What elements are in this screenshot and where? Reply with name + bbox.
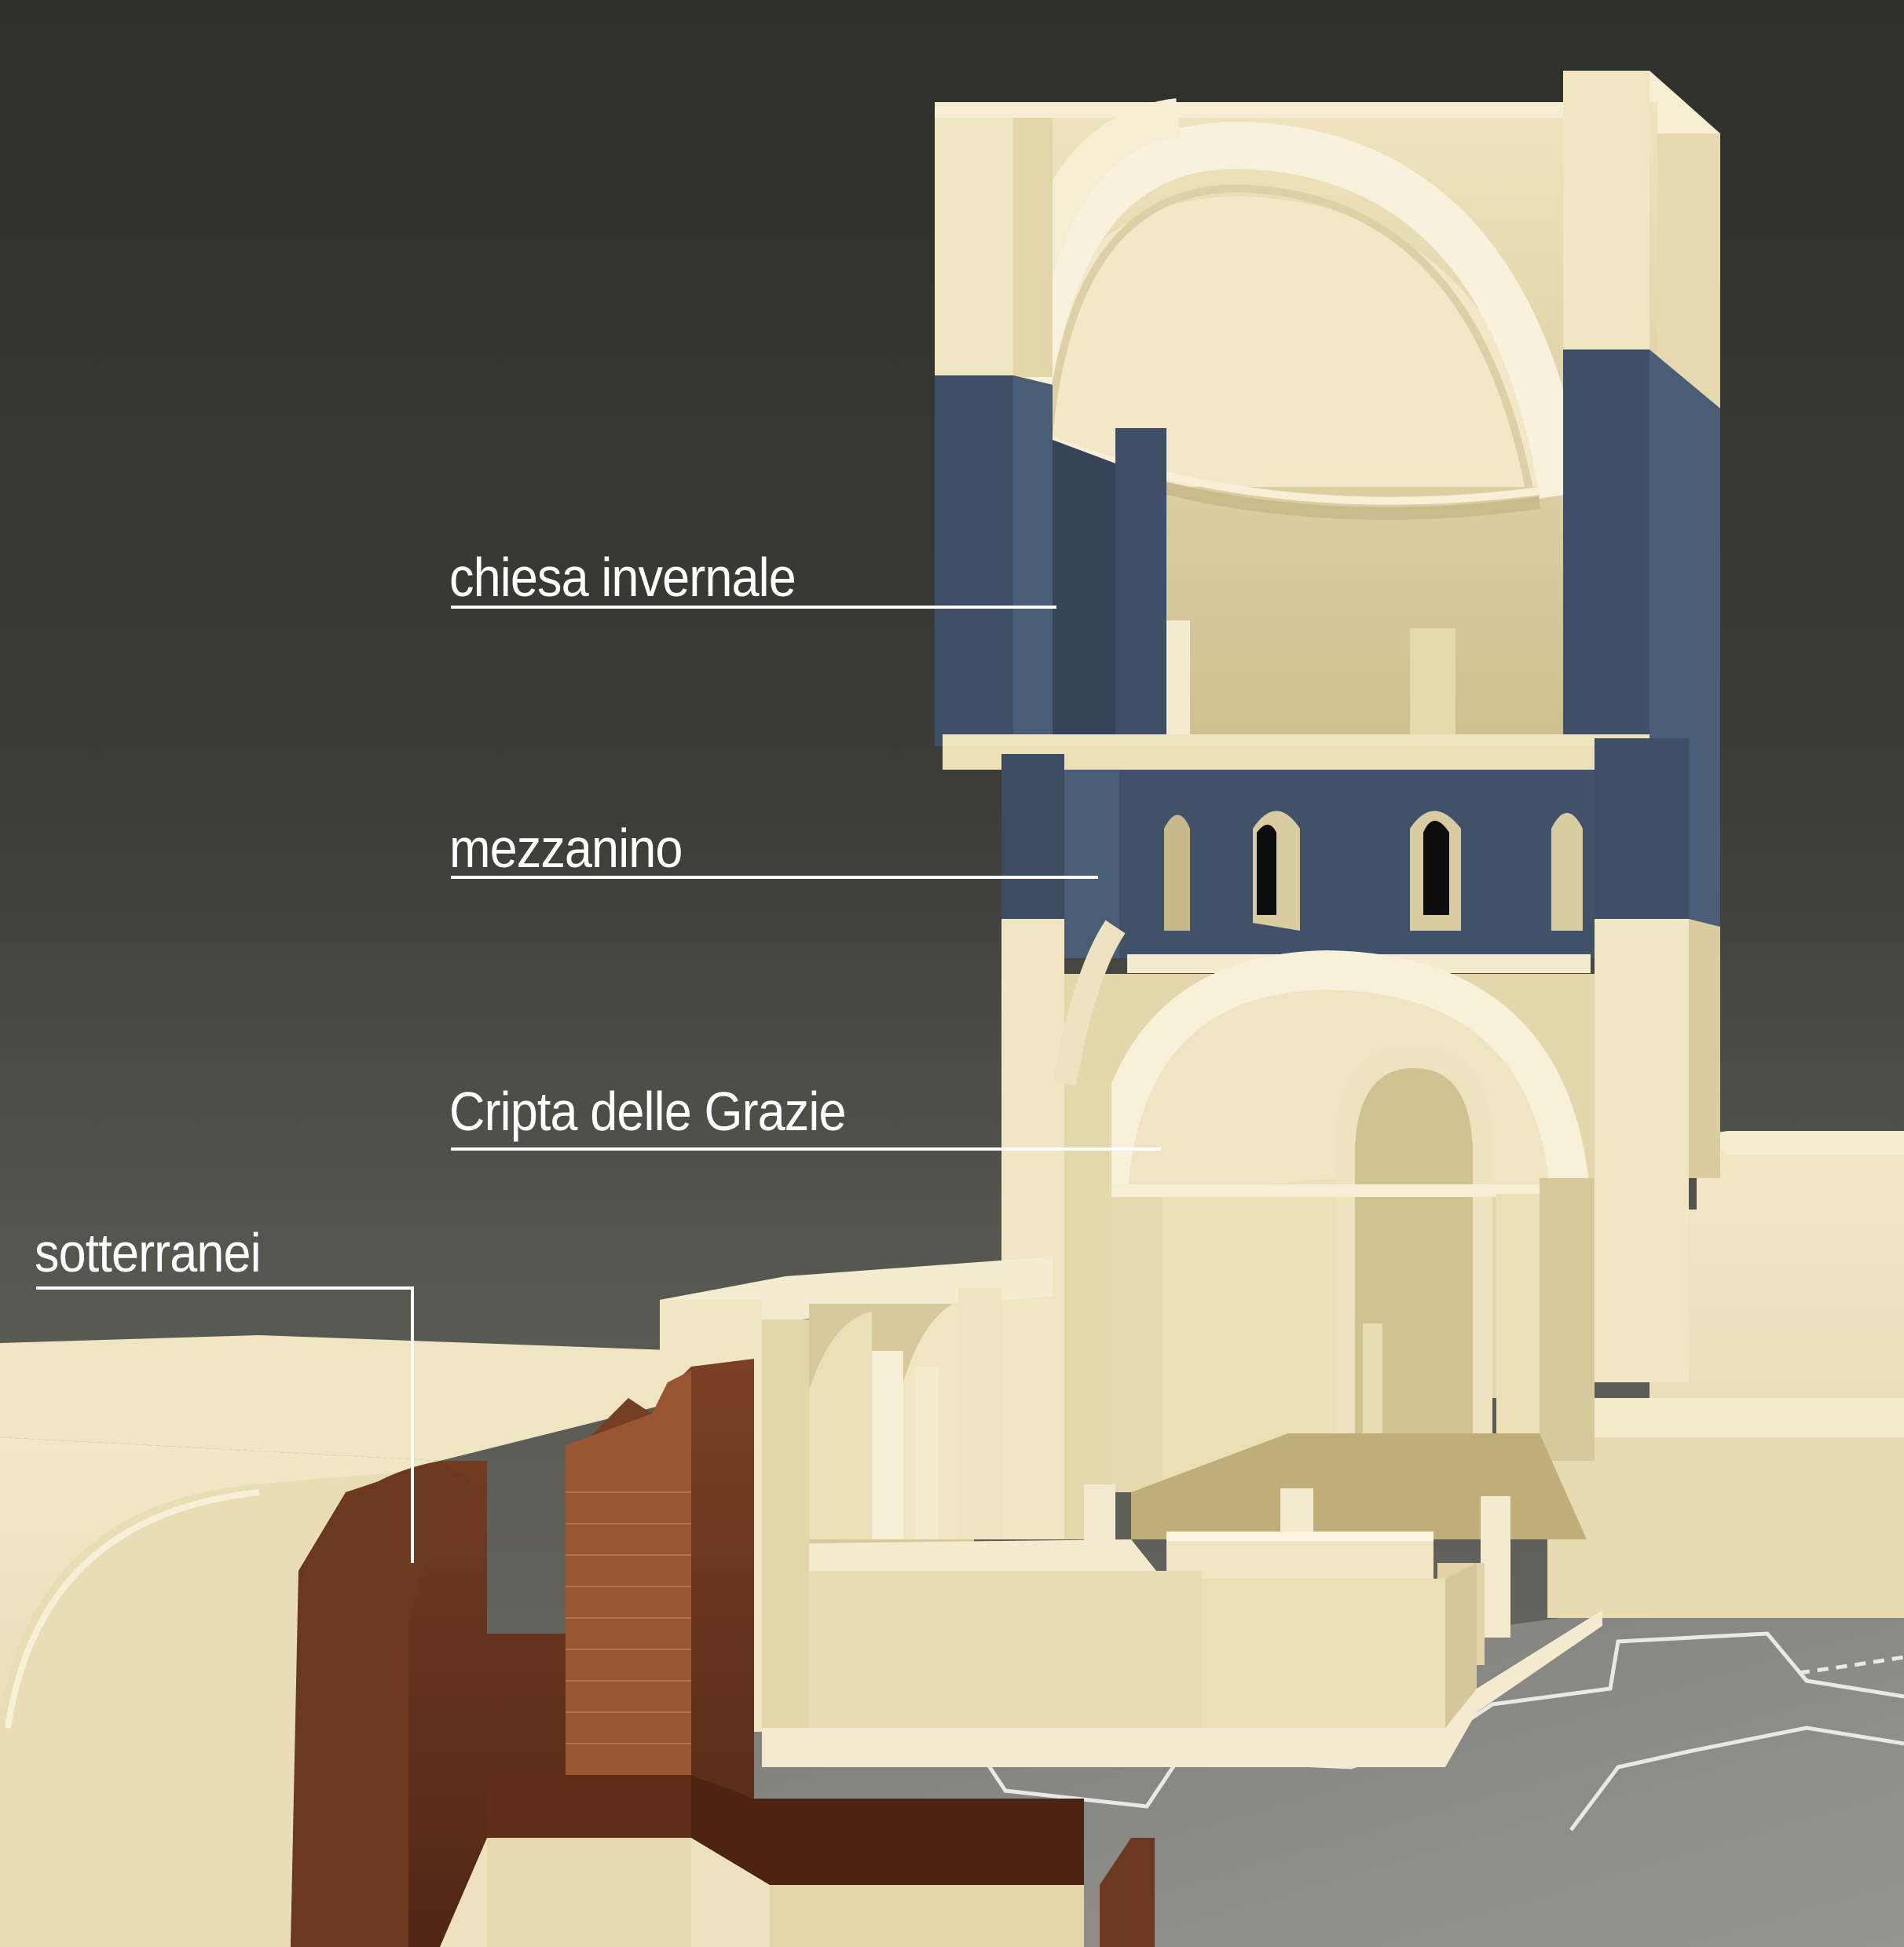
crypt-inner-door (1363, 1323, 1382, 1441)
chapel-column-2 (915, 1367, 939, 1539)
chiesa-section-right (1563, 350, 1650, 746)
front-platform-edge (1445, 1563, 1477, 1728)
mezzanino-window-2-dark (1257, 825, 1276, 915)
crypt-left-apse (1163, 1178, 1335, 1492)
upper-dome (1013, 196, 1555, 487)
front-platform-top (809, 1539, 1163, 1579)
mezzanino-window-4 (1551, 813, 1583, 931)
chiesa-section-pier (1115, 428, 1166, 746)
label-mezzanino: mezzanino (449, 818, 683, 879)
tower-upper-right-stone (1563, 71, 1650, 350)
crypt-post-3 (1481, 1496, 1510, 1638)
crypt-right-wall (1540, 1178, 1595, 1461)
crypt-floor (1131, 1433, 1587, 1539)
label-cripta-delle-grazie: Cripta delle Grazie (449, 1081, 847, 1142)
crypt-right-pilaster (1496, 1194, 1540, 1477)
sotterranei-vault-cut (291, 1461, 487, 1947)
right-annex-top (1697, 1131, 1904, 1155)
tower-upper-left-face (1013, 106, 1053, 377)
tower-upper-left-stone (935, 106, 1013, 377)
corridor-right-floor (770, 1885, 1084, 1947)
upper-dome-arch-shadow (1041, 184, 1536, 503)
front-platform-wall-2 (1202, 1579, 1445, 1728)
front-platform-wall (809, 1571, 1202, 1728)
tower-lower-right-side (1689, 919, 1720, 1178)
crypt-inner-arch-shadow (1355, 1068, 1473, 1477)
mezzanino-window-1 (1164, 814, 1190, 931)
crypt-low-wall-1-top (1166, 1532, 1433, 1541)
chapel-column-1 (872, 1351, 903, 1539)
left-vault-edge (5, 1489, 260, 1729)
tower-lower-left-pier (1001, 919, 1064, 1539)
tower-upper-left-top (935, 102, 1563, 118)
upper-apse-door (1410, 628, 1455, 738)
chiesa-section-pier-shadow (1053, 440, 1115, 746)
right-annex-step (1547, 1398, 1904, 1437)
chapel-arch-1 (809, 1312, 872, 1539)
chapel-front-left-face (762, 1319, 809, 1732)
front-platform-ledge (762, 1610, 1602, 1767)
crypt-vault-arch (1088, 950, 1591, 1203)
label-chiesa-invernale: chiesa invernale (449, 547, 796, 608)
label-sotterranei: sotterranei (35, 1222, 262, 1283)
corridor-brown-tip (1100, 1838, 1155, 1947)
ground-plan-outline-2 (1569, 1726, 1904, 1832)
chiesa-section-right-side (1650, 350, 1720, 746)
stair-lines (566, 1491, 691, 1744)
leader-line-sotterranei (36, 1286, 414, 1563)
tower-lower-left-pier-face (1064, 1084, 1111, 1539)
upper-pillar (1166, 620, 1190, 738)
sotterranei-stairs (566, 1371, 691, 1775)
chiesa-section-left-inner (1013, 375, 1053, 746)
right-annex-wall (1547, 1437, 1904, 1618)
corridor-floor (487, 1838, 691, 1947)
crypt-cornice (1096, 1184, 1567, 1197)
crypt-left-arch (1053, 920, 1126, 1086)
left-block-top (0, 1335, 691, 1461)
chapel-right-pier (958, 1288, 1001, 1539)
mezzanino-window-3-dark (1423, 821, 1449, 915)
sotterranei-lower-step (487, 1775, 691, 1838)
tower-lower-right-pier (1595, 919, 1689, 1382)
